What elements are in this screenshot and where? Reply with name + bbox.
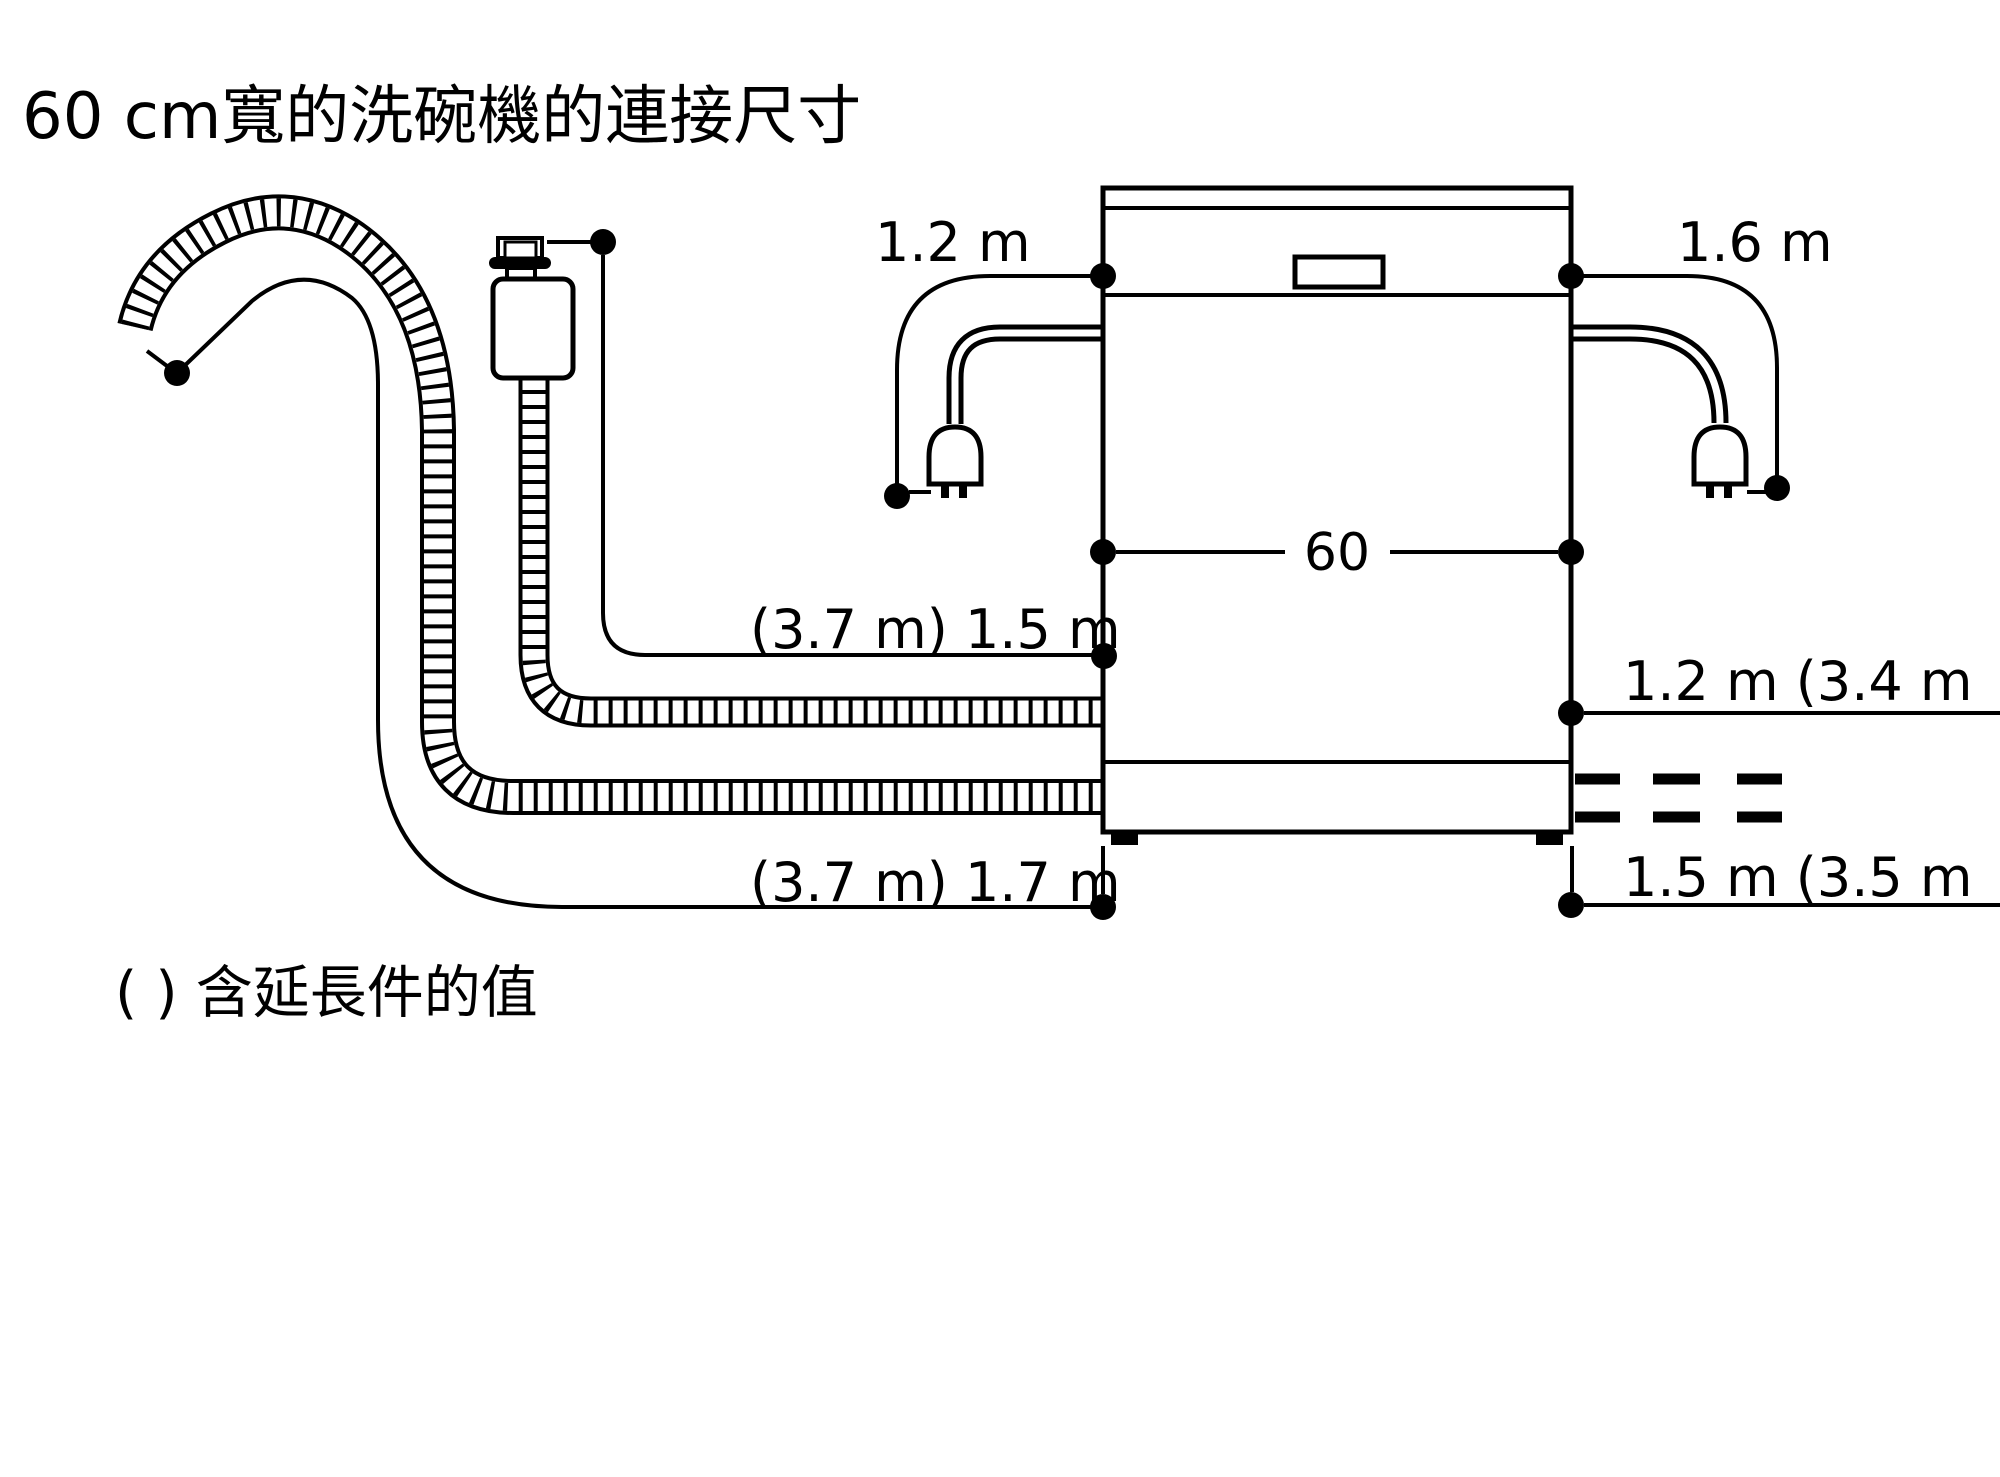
dot [1091, 643, 1117, 669]
measurement-lines [145, 240, 2000, 909]
left-plug-pin [941, 484, 949, 498]
dot [1090, 894, 1116, 920]
left-power-cable [926, 324, 1110, 498]
supply-hose-outline [518, 375, 1110, 728]
dot [1558, 892, 1584, 918]
dishwasher [1100, 185, 1574, 845]
dot [1764, 475, 1790, 501]
label-supply-hose-left: (3.7 m) 1.5 m [750, 598, 1121, 661]
dot [884, 483, 910, 509]
supply-measure-line [601, 255, 1096, 657]
label-right-power-cord: 1.6 m [1677, 211, 1833, 274]
dot [1090, 539, 1116, 565]
supply-hose-ribs [522, 375, 1110, 724]
aquastop-valve [489, 236, 576, 381]
supply-hose-body [522, 375, 1110, 724]
left-foot [1111, 832, 1138, 845]
right-cord-measure-line [1571, 274, 1779, 476]
dot [1558, 263, 1584, 289]
display-window [1292, 254, 1386, 290]
tap-nut-facet [503, 240, 538, 260]
aquastop-box [490, 276, 576, 381]
dot [590, 229, 616, 255]
aquastop-supply-hose [518, 375, 1110, 728]
dot [164, 360, 190, 386]
right-foot [1536, 832, 1563, 845]
right-plug-pin [1724, 484, 1732, 498]
dot [1558, 539, 1584, 565]
left-cable-core [951, 329, 1110, 424]
drain-measure-line [175, 277, 1093, 909]
right-plug [1691, 424, 1749, 487]
label-drain-hose-right: 1.5 m (3.5 m [1623, 846, 1973, 909]
right-cable-core [1564, 329, 1724, 424]
drain-hose-ribs [121, 198, 1110, 811]
label-supply-hose-right: 1.2 m (3.4 m [1623, 650, 1973, 713]
dot [1090, 263, 1116, 289]
right-power-cable [1564, 324, 1749, 498]
right-plug-pin [1706, 484, 1714, 498]
page-title: 60 cm寬的洗碗機的連接尺寸 [22, 80, 861, 154]
right-cable-outline [1564, 324, 1729, 424]
drain-hose [117, 194, 1110, 815]
dot [1558, 700, 1584, 726]
label-drain-hose-left: (3.7 m) 1.7 m [750, 851, 1121, 914]
measurement-dots [164, 229, 1790, 920]
left-plug-pin [959, 484, 967, 498]
extension-dashes [1575, 773, 1782, 823]
footnote: ( ) 含延長件的值 [115, 960, 538, 1026]
left-cable-outline [946, 324, 1110, 424]
left-cord-measure-line [895, 274, 1103, 484]
label-left-power-cord: 1.2 m [875, 211, 1031, 274]
left-plug [926, 424, 984, 487]
label-appliance-width: 60 [1304, 523, 1370, 583]
